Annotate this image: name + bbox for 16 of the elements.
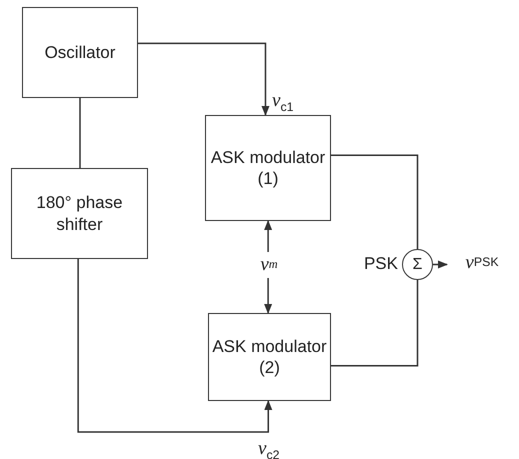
process-box: ASK modulator (1) xyxy=(205,115,331,221)
summing-junction: Σ xyxy=(402,249,433,280)
process-box: Oscillator xyxy=(22,7,138,98)
edge-label: v$_{c2}$ xyxy=(258,438,280,459)
edge-label: v$_{c1}$ xyxy=(272,90,294,114)
connector-line xyxy=(79,98,81,168)
arrow xyxy=(433,260,448,268)
arrow xyxy=(138,42,270,116)
connector-line xyxy=(331,280,418,367)
arrow xyxy=(77,259,272,433)
process-box: 180° phase shifter xyxy=(11,168,148,259)
process-box: ASK modulator (2) xyxy=(208,313,331,401)
arrow xyxy=(264,220,272,252)
arrow xyxy=(264,278,272,314)
node-caption: PSK xyxy=(364,254,398,274)
connector-line xyxy=(331,154,418,249)
